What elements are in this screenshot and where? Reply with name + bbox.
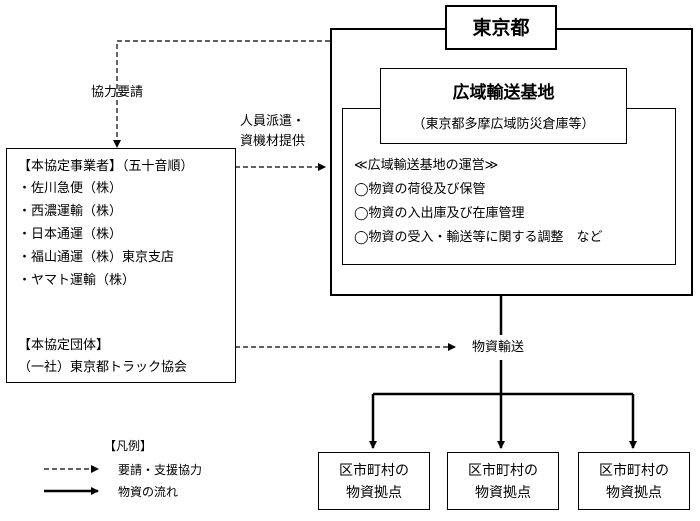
- municipal-base-line1: 区市町村の: [339, 463, 409, 479]
- hub-title-box: [380, 68, 627, 144]
- partners-box: [6, 148, 236, 383]
- tokyo-title-box: [445, 5, 557, 50]
- companies-heading: 【本協定事業者】（五十音順）: [18, 159, 194, 174]
- legend-title: 【凡例】: [104, 439, 153, 453]
- hub-title: 広域輸送基地: [452, 83, 555, 103]
- cooperation-request-label: 協力要請: [91, 85, 144, 100]
- company-item: ・西濃運輸（株）: [18, 204, 123, 219]
- association-heading: 【本協定団体】: [18, 338, 110, 353]
- flow-branch: [373, 360, 633, 396]
- municipal-base-line2: 物資拠点: [346, 485, 402, 501]
- association-name: （一社）東京都トラック協会: [18, 360, 188, 375]
- legend-solid-label: 物資の流れ: [118, 485, 179, 499]
- company-item: ・日本通運（株）: [18, 227, 123, 242]
- tokyo-title: 東京都: [472, 17, 530, 39]
- operation-item: ◯物資の受入・輸送等に関する調整 など: [354, 230, 603, 245]
- municipal-base-line1: 区市町村の: [599, 463, 669, 479]
- company-item: ・佐川急便（株）: [18, 181, 123, 196]
- operation-item: ◯物資の入出庫及び在庫管理: [354, 206, 525, 221]
- operations-heading: ≪広域輸送基地の運営≫: [354, 158, 499, 173]
- municipal-base-line2: 物資拠点: [606, 485, 662, 501]
- hub-subtitle: （東京都多摩広域防災倉庫等）: [412, 117, 595, 132]
- municipal-base-line2: 物資拠点: [475, 485, 531, 501]
- request-arrow: [113, 40, 330, 148]
- municipal-base-box: [318, 452, 430, 510]
- dispatch-label-line1: 人員派遣・: [240, 114, 306, 129]
- legend-dashed-label: 要請・支援協力: [118, 463, 203, 477]
- goods-transport-label: 物資輸送: [472, 340, 525, 355]
- operation-item: ◯物資の荷役及び保管: [354, 182, 486, 197]
- municipal-base-box: [578, 452, 690, 510]
- company-item: ・福山通運（株）東京支店: [18, 250, 175, 265]
- municipal-base-box: [447, 452, 559, 510]
- dispatch-label-line2: 資機材提供: [240, 134, 306, 149]
- company-item: ・ヤマト運輸（株）: [18, 273, 136, 288]
- municipal-base-line1: 区市町村の: [468, 463, 538, 479]
